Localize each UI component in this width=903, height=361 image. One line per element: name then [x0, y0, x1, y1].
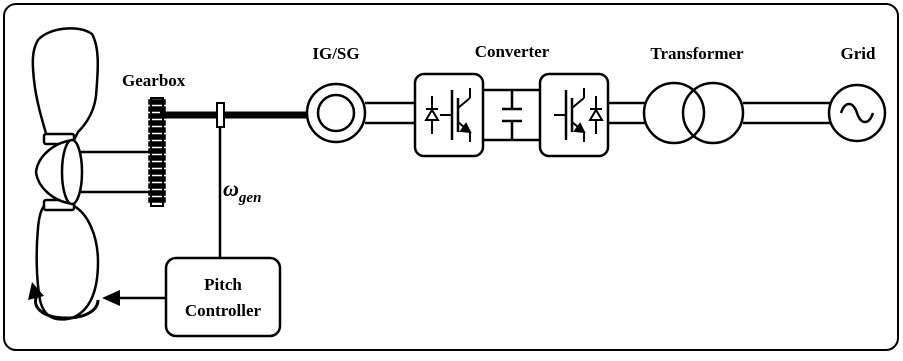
grid-label: Grid [841, 44, 876, 63]
igbt-rectifier-icon [413, 72, 485, 158]
speed-sensor [216, 102, 225, 128]
igbt-inverter-icon [538, 72, 610, 158]
gear-tooth [148, 127, 166, 133]
pitch-controller-label-line1: Pitch [204, 275, 242, 294]
gear-tooth [148, 134, 166, 140]
gear-tooth [148, 169, 166, 175]
gear-tooth [148, 162, 166, 168]
pitch-command-arrow [102, 290, 166, 306]
converter-label: Converter [475, 42, 550, 61]
generator-icon [305, 82, 367, 144]
gear-tooth [148, 120, 166, 126]
bus-transformer-grid [743, 101, 830, 125]
gear-tooth [148, 148, 166, 154]
gear-tooth [148, 141, 166, 147]
pitch-controller-box [164, 256, 282, 338]
gear-tooth [148, 190, 166, 196]
pitch-rotation-arrow-icon [28, 282, 100, 320]
gear-tooth [148, 155, 166, 161]
ac-source-icon [827, 83, 887, 143]
bus-converter-transformer [608, 101, 645, 125]
gear-tooth [148, 106, 166, 112]
capacitor-icon [483, 88, 540, 142]
gear-tooth [148, 197, 166, 203]
bus-generator-converter [365, 101, 415, 125]
gear-tooth [148, 176, 166, 182]
generator-label: IG/SG [312, 44, 359, 63]
gear-tooth [148, 183, 166, 189]
omega-gen-label: ωgen [223, 176, 261, 206]
gearbox-label: Gearbox [122, 71, 186, 90]
transformer-icon [642, 81, 745, 145]
transformer-label: Transformer [650, 44, 744, 63]
gear-icon [148, 97, 166, 207]
diagram-frame [3, 3, 899, 351]
wind-turbine-rotor-icon [31, 27, 158, 321]
gear-tooth [148, 99, 166, 105]
pitch-controller-label-line2: Controller [185, 301, 262, 320]
